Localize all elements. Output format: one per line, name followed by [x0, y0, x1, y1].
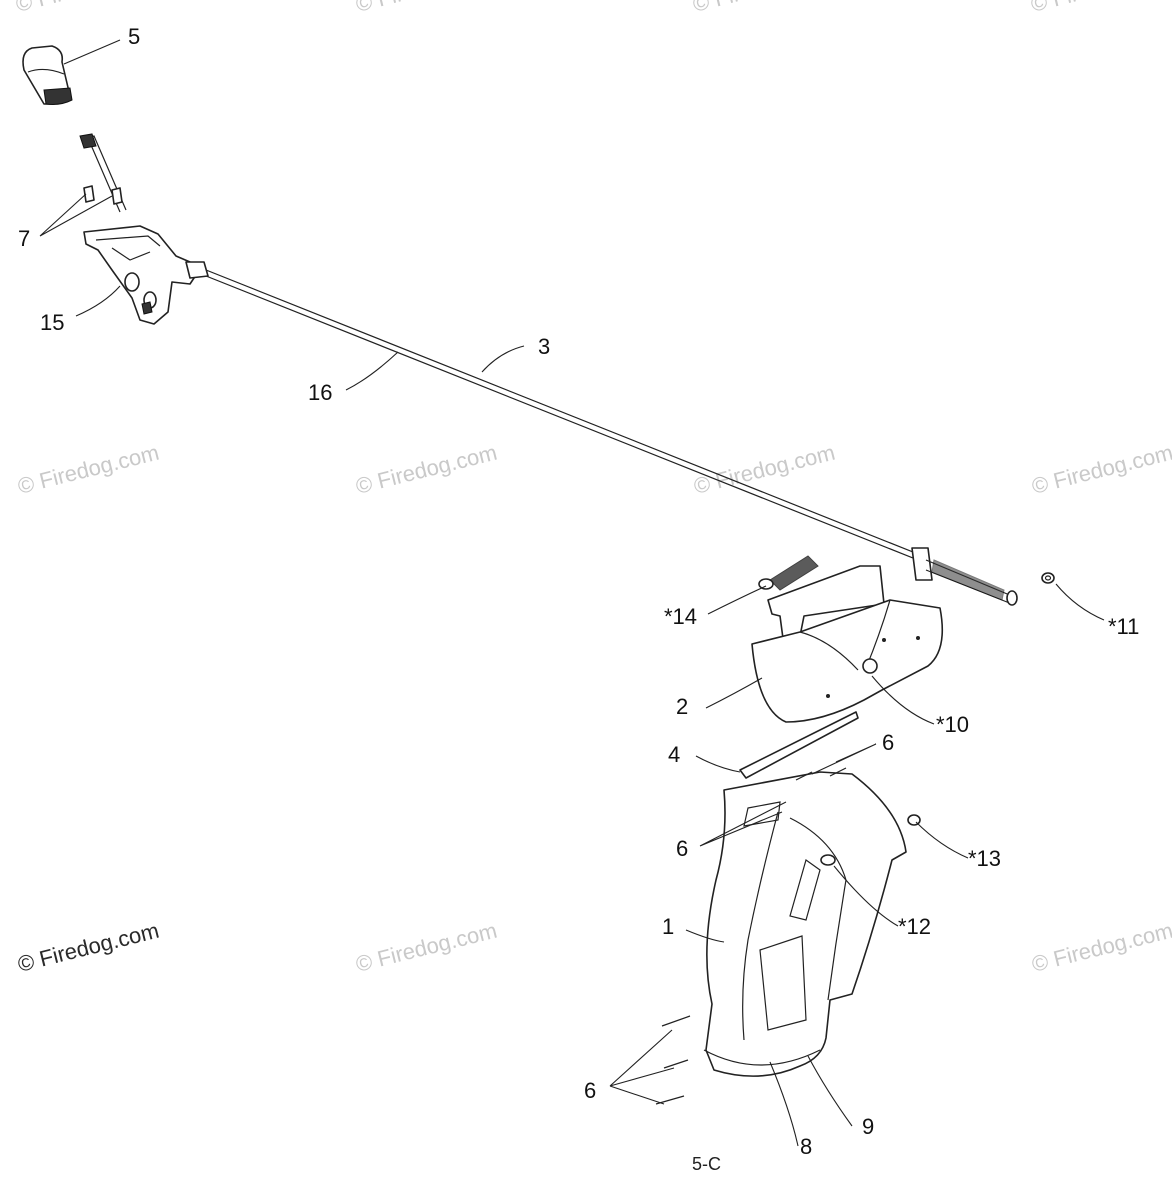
watermark: © Firedog.com	[13, 0, 159, 17]
watermark: © Firedog.com	[1028, 0, 1172, 17]
part-4-plate	[739, 711, 859, 779]
callout-1: 1	[662, 914, 674, 939]
callout-9: 9	[862, 1114, 874, 1139]
page-label: 5-C	[692, 1154, 721, 1174]
leader-lines	[39, 39, 1105, 1147]
watermark: © Firedog.com	[15, 918, 161, 977]
watermark: © Firedog.com	[353, 918, 499, 977]
callout-7: 7	[18, 226, 30, 251]
callout-5: 5	[128, 24, 140, 49]
watermark: © Firedog.com	[1029, 440, 1172, 499]
callout-10: *10	[936, 712, 969, 737]
callout-8: 8	[800, 1134, 812, 1159]
watermark: © Firedog.com	[353, 440, 499, 499]
part-3-rod	[185, 261, 929, 565]
part-5-knob	[22, 45, 73, 105]
part-1-chute	[655, 767, 921, 1105]
part-2-deflector	[751, 565, 944, 723]
callout-2: 2	[676, 694, 688, 719]
callout-labels: 5 7 15 16 3 *11 *14 2 *10 4 6 6 *13 *12 …	[18, 24, 1139, 1159]
part-14-spring	[758, 555, 819, 591]
callout-14: *14	[664, 604, 697, 629]
callout-6: 6	[584, 1078, 596, 1103]
watermark: © Firedog.com	[690, 0, 836, 17]
part-15-lever-bracket	[79, 133, 199, 325]
watermark: © Firedog.com	[15, 440, 161, 499]
callout-15: 15	[40, 310, 64, 335]
watermark: © Firedog.com	[1029, 918, 1172, 977]
callout-4: 4	[668, 742, 680, 767]
watermark-layer: © Firedog.com © Firedog.com © Firedog.co…	[13, 0, 1172, 977]
callout-13: *13	[968, 846, 1001, 871]
callout-6: 6	[882, 730, 894, 755]
callout-11: *11	[1108, 614, 1139, 639]
callout-3: 3	[538, 334, 550, 359]
watermark: © Firedog.com	[353, 0, 499, 17]
rod-threaded-end	[911, 547, 1018, 606]
part-11-nut	[1041, 572, 1055, 584]
callout-16: 16	[308, 380, 332, 405]
callout-6: 6	[676, 836, 688, 861]
callout-12: *12	[898, 914, 931, 939]
watermark: © Firedog.com	[691, 440, 837, 499]
